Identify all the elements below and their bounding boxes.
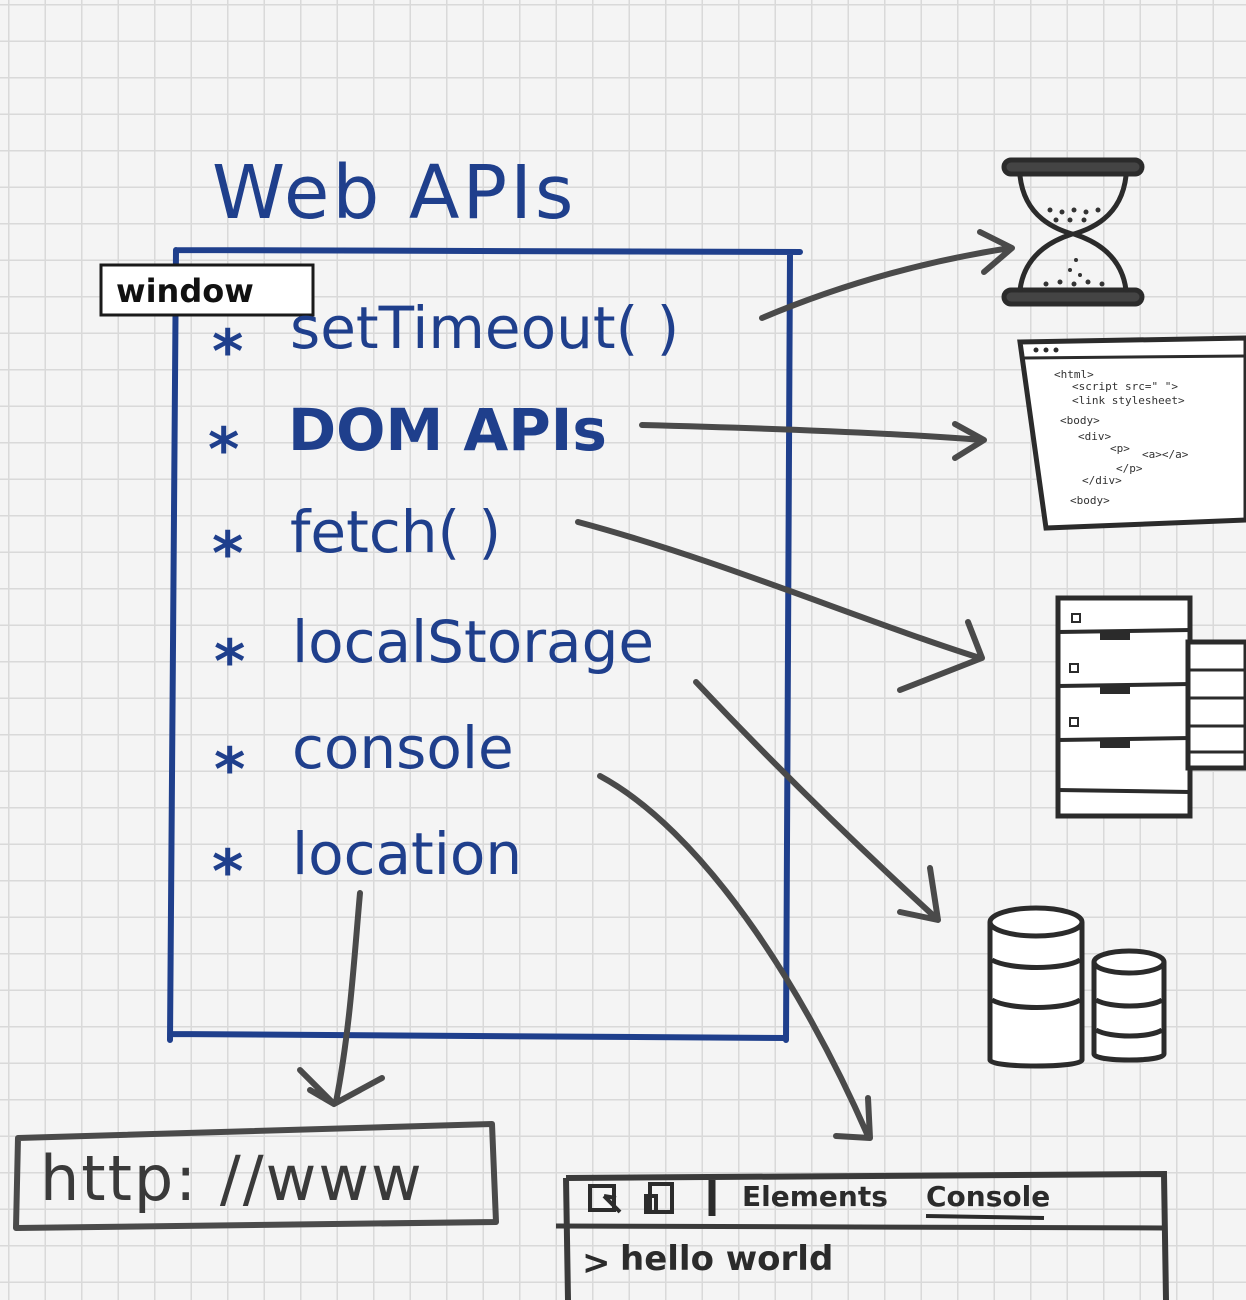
devtools-panel: Elements Console > hello world	[555, 1170, 1169, 1300]
inspect-icon	[588, 1184, 622, 1214]
code-line: </div>	[1082, 474, 1122, 487]
code-line: <a></a>	[1142, 448, 1189, 461]
tab-console: Console	[926, 1180, 1050, 1213]
arrow-fetch-to-server	[575, 519, 985, 693]
api-bullet: *	[214, 627, 245, 697]
api-bullet: *	[214, 735, 245, 805]
code-line: <body>	[1070, 494, 1110, 507]
api-item-localstorage: localStorage	[292, 608, 654, 676]
html-document-icon: <html> <script src=" "> <link stylesheet…	[1017, 335, 1246, 531]
code-line: <body>	[1060, 414, 1100, 427]
arrow-localstorage-to-database	[693, 679, 941, 923]
console-output: hello world	[620, 1239, 833, 1279]
active-tab-underline	[925, 1214, 1045, 1220]
code-line: <script src=" ">	[1072, 380, 1178, 393]
arrow-settimeout-to-timer	[759, 229, 1015, 321]
url-text: http: //www	[40, 1142, 424, 1215]
hourglass-icon	[1001, 157, 1145, 307]
api-item-dom-apis: DOM APIs	[288, 396, 607, 464]
api-item-console: console	[292, 714, 514, 782]
window-box: window	[99, 247, 803, 1043]
code-line: <div>	[1078, 430, 1111, 443]
server-rack-icon	[1055, 595, 1246, 819]
database-icon	[987, 905, 1167, 1069]
url-box: http: //www	[13, 1121, 499, 1231]
code-line: <link stylesheet>	[1072, 394, 1185, 407]
diagram-title: Web APIs	[212, 150, 576, 236]
api-bullet: *	[212, 317, 243, 387]
code-line: <p>	[1110, 442, 1130, 455]
api-list: * setTimeout( ) * DOM APIs * fetch( ) * …	[208, 294, 679, 907]
api-bullet: *	[212, 837, 243, 907]
arrow-console-to-devtools	[597, 773, 873, 1141]
device-toggle-icon	[644, 1182, 674, 1214]
arrow-dom-to-html	[639, 421, 987, 461]
code-line: </p>	[1116, 462, 1143, 475]
api-bullet: *	[208, 415, 239, 485]
api-item-fetch: fetch( )	[290, 498, 501, 566]
tab-elements: Elements	[742, 1180, 888, 1213]
window-label-box	[99, 263, 315, 317]
window-label: window	[116, 272, 254, 310]
api-item-settimeout: setTimeout( )	[290, 294, 679, 362]
code-line: <html>	[1054, 368, 1094, 381]
api-item-location: location	[292, 820, 522, 888]
arrow-location-to-url	[297, 890, 385, 1107]
console-prompt: >	[582, 1243, 611, 1283]
api-bullet: *	[212, 519, 243, 589]
